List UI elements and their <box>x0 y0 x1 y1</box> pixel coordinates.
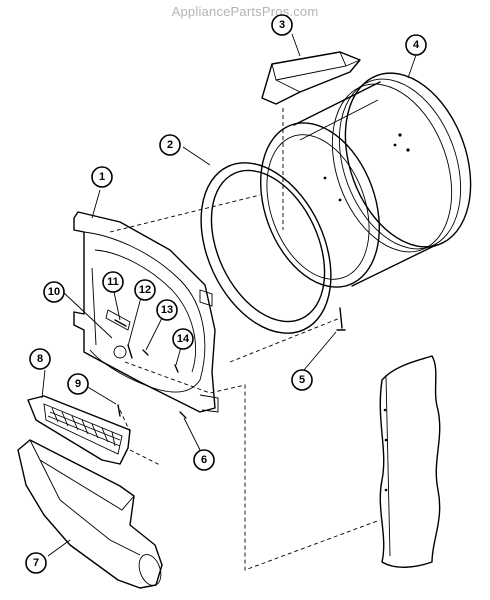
lint-filter <box>27 395 131 465</box>
callout-11-label: 11 <box>107 276 119 288</box>
callout-7: 7 <box>25 552 47 574</box>
callout-11: 11 <box>102 271 124 293</box>
lint-duct <box>17 439 163 589</box>
callout-12-label: 12 <box>139 284 151 296</box>
callout-4-label: 4 <box>413 39 420 51</box>
callout-12: 12 <box>134 279 156 301</box>
callout-13: 13 <box>156 299 178 321</box>
callout-14: 14 <box>172 328 194 350</box>
callout-6: 6 <box>193 449 215 471</box>
callout-3: 3 <box>271 14 293 36</box>
front-bulkhead <box>73 211 219 413</box>
screw <box>336 307 346 331</box>
callout-6-label: 6 <box>201 454 207 466</box>
callout-8-label: 8 <box>37 353 43 365</box>
callout-7-label: 7 <box>33 557 39 569</box>
callout-8: 8 <box>29 348 51 370</box>
callout-10-label: 10 <box>48 286 60 298</box>
callout-14-label: 14 <box>177 333 190 345</box>
callout-13-label: 13 <box>161 304 173 316</box>
callout-3-label: 3 <box>279 19 285 31</box>
callout-4: 4 <box>405 34 427 56</box>
leader-lines <box>41 33 417 557</box>
callout-5: 5 <box>291 369 313 391</box>
alignment-lines <box>109 108 381 571</box>
callout-9-label: 9 <box>75 378 81 390</box>
drum <box>260 72 472 288</box>
callout-2-label: 2 <box>167 139 173 151</box>
callout-10: 10 <box>43 281 65 303</box>
small-screws <box>114 319 187 419</box>
baffle <box>261 51 361 105</box>
rear-panel <box>379 355 441 568</box>
callout-9: 9 <box>67 373 89 395</box>
callout-1: 1 <box>91 166 113 188</box>
drum-seal <box>200 162 332 334</box>
callout-1-label: 1 <box>99 171 105 183</box>
callout-2: 2 <box>159 134 181 156</box>
callout-5-label: 5 <box>299 374 305 386</box>
